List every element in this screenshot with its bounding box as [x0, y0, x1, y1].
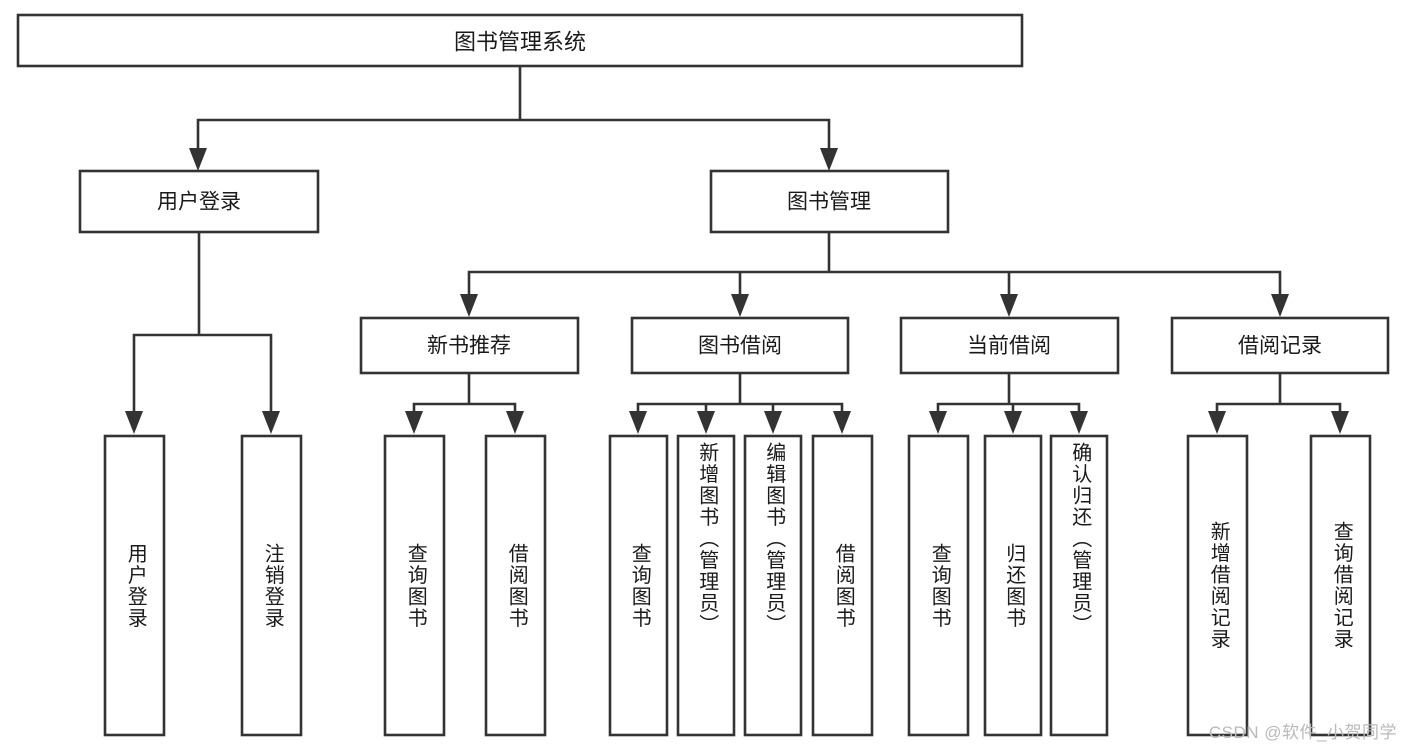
arrow-to-leaf-user-login [125, 411, 143, 434]
arrow-to-book-borrow [731, 294, 749, 317]
leaf-box-confirm-return[interactable] [1049, 434, 1109, 737]
arrow-to-leaf-logout [262, 411, 280, 434]
node-current-borrow[interactable]: 当前借阅 [899, 316, 1120, 375]
arrow-to-leaf-query-book-3 [929, 411, 947, 434]
arrow-to-leaf-add-borrow-record [1208, 411, 1226, 434]
leaf-box-query-book-3[interactable] [907, 434, 970, 737]
arrow-to-leaf-query-book-2 [629, 411, 647, 434]
node-current-borrow-label: 当前借阅 [967, 335, 1051, 358]
node-user-login[interactable]: 用户登录 [78, 169, 320, 234]
arrow-to-leaf-borrow-book-1 [506, 411, 524, 434]
leaf-boxes-layer [103, 434, 1372, 737]
arrow-to-leaf-borrow-book-2 [833, 411, 851, 434]
arrow-to-leaf-edit-book [764, 411, 782, 434]
connector-book-borrow-fanout [636, 371, 844, 419]
node-borrow-record[interactable]: 借阅记录 [1170, 316, 1390, 375]
node-user-login-label: 用户登录 [157, 191, 241, 214]
arrow-to-borrow-record [1271, 294, 1289, 317]
connector-new-book-recommend-fanout [412, 371, 517, 419]
arrow-to-leaf-query-book-1 [405, 411, 423, 434]
node-borrow-record-box [1170, 316, 1390, 375]
arrow-to-leaf-return-book [1004, 411, 1022, 434]
node-book-borrow-box [630, 316, 850, 375]
node-root-box [16, 13, 1024, 68]
leaf-box-query-borrow-record[interactable] [1309, 434, 1372, 737]
node-borrow-record-label: 借阅记录 [1238, 335, 1322, 358]
leaf-box-user-login[interactable] [103, 434, 166, 737]
leaf-box-borrow-book-2[interactable] [811, 434, 874, 737]
node-book-borrow[interactable]: 图书借阅 [630, 316, 850, 375]
leaf-box-query-book-2[interactable] [608, 434, 669, 737]
arrow-to-user-login [189, 148, 207, 171]
connector-book-management-fanout [467, 230, 1282, 302]
arrow-to-leaf-add-book [697, 411, 715, 434]
arrow-to-current-borrow [1000, 294, 1018, 317]
csdn-watermark: CSDN @软件_小贺同学 [1208, 723, 1397, 742]
leaf-box-return-book[interactable] [983, 434, 1043, 737]
leaf-box-add-borrow-record[interactable] [1186, 434, 1249, 737]
node-new-book-recommend-box [359, 316, 580, 375]
node-current-borrow-box [899, 316, 1120, 375]
node-root-label: 图书管理系统 [454, 30, 586, 55]
node-book-borrow-label: 图书借阅 [698, 335, 782, 358]
leaf-box-borrow-book-1[interactable] [484, 434, 547, 737]
node-book-management-label: 图书管理 [787, 191, 871, 214]
connector-layer [125, 64, 1349, 434]
connector-root-trunk [196, 64, 831, 154]
node-book-management-box [709, 169, 950, 234]
leaf-box-logout[interactable] [240, 434, 303, 737]
leaf-box-query-book-1[interactable] [383, 434, 446, 737]
node-new-book-recommend-label: 新书推荐 [427, 335, 511, 358]
connector-user-login-fanout [132, 230, 273, 419]
arrow-to-new-book-recommend [460, 294, 478, 317]
node-root-system[interactable]: 图书管理系统 [16, 13, 1024, 68]
connector-borrow-record-fanout [1215, 371, 1342, 419]
node-book-management[interactable]: 图书管理 [709, 169, 950, 234]
node-user-login-box [78, 169, 320, 234]
leaf-box-add-book[interactable] [676, 434, 736, 737]
connector-current-borrow-fanout [936, 371, 1081, 419]
node-new-book-recommend[interactable]: 新书推荐 [359, 316, 580, 375]
arrow-to-book-management [820, 148, 838, 171]
arrow-to-leaf-query-borrow-record [1331, 411, 1349, 434]
arrow-to-leaf-confirm-return [1070, 411, 1088, 434]
leaf-box-edit-book[interactable] [743, 434, 803, 737]
